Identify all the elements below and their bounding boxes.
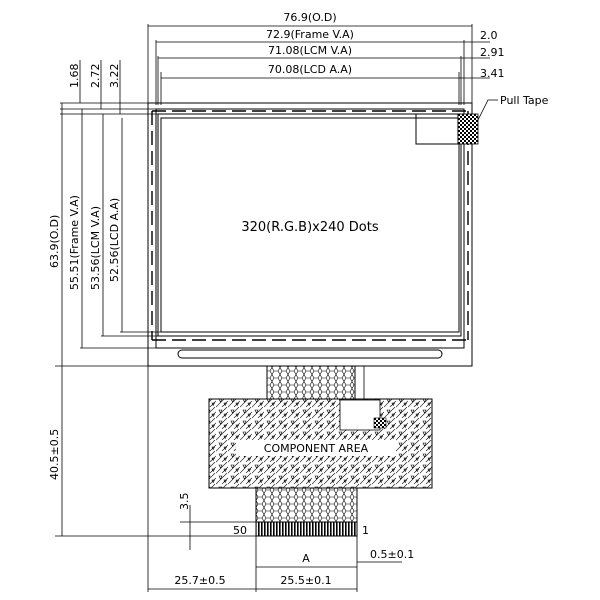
lcm-viewing-area [157,113,462,337]
dim-lcd-aa-width: 70.08(LCD A.A) [268,63,352,76]
left-offset-dimensions: 1.68 2.72 3.22 [60,60,158,115]
dim-offset-left: 25.7±0.5 [174,574,225,587]
dim-lcm-va-width: 71.08(LCM V.A) [268,44,352,57]
pull-tape-label: Pull Tape [500,94,549,107]
left-height-dimensions: 63.9(O.D) 55.51(Frame V.A) 53.56(LCM V.A… [48,103,161,367]
dim-pitch: 0.5±0.1 [370,548,414,561]
lower-dimensions: 40.5±0.5 3.5 A 0.5±0.1 25.7±0.5 25.5±0.1 [48,366,414,592]
bottom-slot [177,349,443,359]
dim-fpc-width: 25.5±0.1 [280,574,331,587]
dim-left-2: 2.72 [89,64,102,89]
dim-pitch-total: A [302,552,310,565]
dim-lcd-aa-height: 52.56(LCD A.A) [108,198,121,282]
top-dimensions: 76.9(O.D) 72.9(Frame V.A) 2.0 71.08(LCM … [147,11,505,105]
dim-right-2: 2.91 [480,46,505,59]
pin-first-label: 50 [233,524,247,537]
dim-right-1: 2.0 [480,29,498,42]
dim-right-3: 3.41 [480,67,505,80]
dim-frame-va-width: 72.9(Frame V.A) [266,28,354,41]
dim-od-height: 63.9(O.D) [48,215,61,268]
fpc-tail: COMPONENT AREA 50 1 [208,365,433,537]
pin-last-label: 1 [362,524,369,537]
dim-tab-height: 3.5 [178,493,191,511]
dim-left-1: 1.68 [68,64,81,89]
dim-frame-va-height: 55.51(Frame V.A) [68,195,81,290]
dim-lcm-va-height-text: 53.56(LCM V.A) [89,206,102,290]
dim-fpc-length: 40.5±0.5 [48,429,61,480]
resolution-label: 320(R.G.B)x240 Dots [241,220,378,235]
lcd-active-area [160,117,460,333]
component-area-label: COMPONENT AREA [264,442,369,455]
dim-left-3: 3.22 [108,64,121,89]
dim-od-width: 76.9(O.D) [283,11,336,24]
frame-viewing-area [155,108,465,349]
pull-tape: Pull Tape [415,94,549,145]
lcd-module: 320(R.G.B)x240 Dots [147,102,473,367]
